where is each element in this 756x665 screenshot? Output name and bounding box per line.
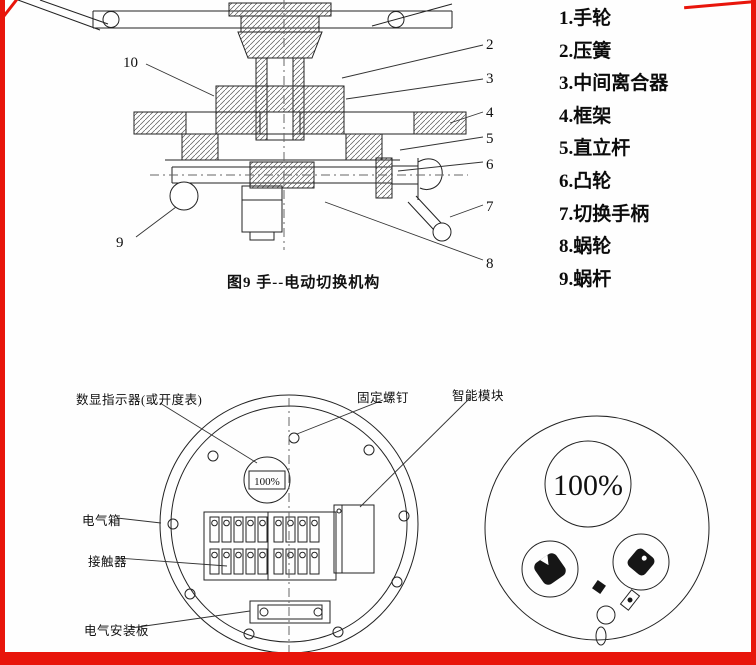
dial-diagram <box>484 415 710 646</box>
display-value-text: 100% <box>254 476 280 488</box>
switch-handle <box>392 158 452 242</box>
legend-item-5: 5.直立杆 <box>559 138 631 160</box>
hub-clutch-stack <box>215 2 345 141</box>
callout-2: 2 <box>486 37 494 53</box>
mech-leader-lines <box>135 44 484 261</box>
cam-rod-worm <box>169 157 393 241</box>
elec-leader-lines <box>116 397 471 629</box>
legend-item-1: 1.手轮 <box>559 8 612 29</box>
display-indicator <box>243 456 291 504</box>
callout-6: 6 <box>486 157 494 173</box>
label-indicator: 数显指示器(或开度表) <box>76 393 203 407</box>
legend-item-7: 7.切换手柄 <box>559 203 650 225</box>
smart-module <box>333 504 375 574</box>
frame-plate <box>133 111 467 161</box>
callout-5: 5 <box>486 131 494 147</box>
legend-item-3: 3.中间离合器 <box>559 73 669 95</box>
page-border-right <box>751 0 756 665</box>
label-contactor: 接触器 <box>88 555 128 569</box>
mech-centerlines <box>150 0 468 250</box>
terminal-strip <box>203 511 337 581</box>
label-module: 智能模块 <box>452 389 505 403</box>
electrical-box-diagram <box>116 394 471 654</box>
right-knob <box>627 548 655 576</box>
label-screw: 固定螺钉 <box>357 391 410 405</box>
parts-legend: 1.手轮 2.压簧 3.中间离合器 4.框架 5.直立杆 6.凸轮 7.切换手柄… <box>559 3 668 296</box>
legend-item-6: 6.凸轮 <box>559 170 612 192</box>
mounting-bracket <box>249 600 331 624</box>
legend-item-8: 8.蜗轮 <box>559 236 612 258</box>
callout-3: 3 <box>486 71 494 87</box>
label-box: 电气箱 <box>82 514 122 528</box>
left-knob <box>534 553 566 585</box>
page-border-bottom <box>0 652 756 665</box>
legend-item-4: 4.框架 <box>559 105 612 127</box>
callout-7: 7 <box>486 199 494 215</box>
mech-switch-mechanism-drawing <box>17 0 484 261</box>
label-plate: 电气安装板 <box>84 624 150 638</box>
small-cam-piece <box>592 580 606 594</box>
callout-9: 9 <box>116 235 124 251</box>
callout-8: 8 <box>486 256 494 272</box>
legend-item-9: 9.蜗杆 <box>559 268 612 290</box>
figure-caption: 图9 手--电动切换机构 <box>227 275 381 291</box>
legend-item-2: 2.压簧 <box>559 40 612 62</box>
bolt-holes <box>167 432 410 640</box>
callout-4: 4 <box>486 105 494 121</box>
dial-value-text: 100% <box>553 469 623 502</box>
page-border-left <box>0 0 5 665</box>
callout-10: 10 <box>123 55 138 71</box>
latch-piece <box>619 589 641 611</box>
